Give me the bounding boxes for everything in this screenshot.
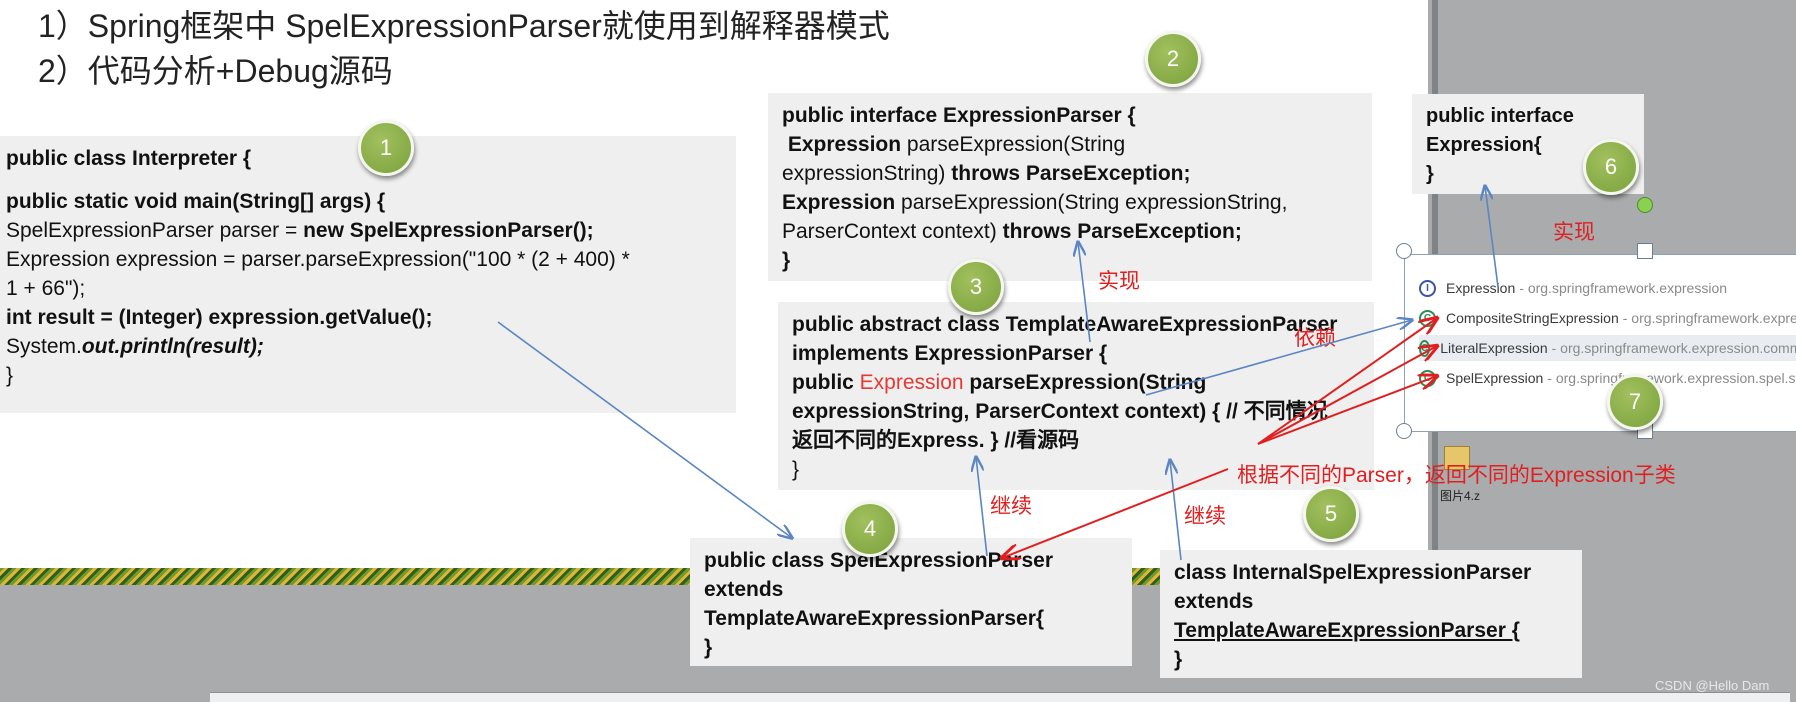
window-scrollbar[interactable] — [210, 692, 1790, 702]
code-line: Expression parseExpression(String — [787, 133, 1126, 156]
badge-3: 3 — [948, 259, 1004, 315]
file-label: 图片4.z — [1440, 489, 1481, 503]
code-line: class InternalSpelExpressionParser — [1174, 561, 1532, 584]
code-line: int result = (Integer) expression.getVal… — [6, 306, 433, 329]
code-line: Expression{ — [1426, 134, 1542, 156]
code-line: } — [792, 458, 800, 481]
code-line: extends — [704, 578, 784, 601]
badge-2: 2 — [1145, 31, 1201, 87]
code-box-expression-parser: public interface ExpressionParser { Expr… — [768, 93, 1372, 281]
file-icon[interactable] — [1444, 446, 1470, 470]
badge-6: 6 — [1583, 139, 1639, 195]
code-line: } — [1426, 163, 1434, 185]
code-line: expressionString, ParserContext context)… — [792, 400, 1328, 423]
hierarchy-row-spel[interactable]: C SpelExpression - org.springframework.e… — [1419, 365, 1796, 391]
code-line: TemplateAwareExpressionParser{ — [704, 607, 1045, 630]
slide-point-2: 2）代码分析+Debug源码 — [38, 53, 393, 89]
badge-4: 4 — [842, 501, 898, 557]
code-line: System.out.println(result); — [6, 335, 264, 358]
label-depend: 依赖 — [1294, 327, 1336, 350]
code-line: 1 + 66"); — [6, 277, 86, 300]
code-line: public interface — [1426, 105, 1574, 127]
code-line: Expression parseExpression(String expres… — [782, 191, 1288, 214]
resize-handle[interactable] — [1637, 243, 1653, 259]
code-line: } — [6, 364, 14, 387]
code-box-internal-parser: class InternalSpelExpressionParser exten… — [1160, 550, 1582, 678]
hierarchy-row-composite[interactable]: C CompositeStringExpression - org.spring… — [1419, 305, 1796, 331]
label-implement: 实现 — [1098, 270, 1140, 293]
code-line: } — [704, 636, 713, 659]
badge-5: 5 — [1303, 486, 1359, 542]
hierarchy-row-expression[interactable]: I Expression - org.springframework.expre… — [1419, 275, 1727, 301]
code-line: 返回不同的Express. } //看源码 — [792, 429, 1080, 452]
code-line: ParserContext context) throws ParseExcep… — [782, 220, 1242, 243]
resize-handle[interactable] — [1396, 423, 1412, 439]
badge-7: 7 — [1607, 374, 1663, 430]
code-box-interpreter: public class Interpreter { public static… — [0, 136, 736, 413]
code-line: SpelExpressionParser parser = new SpelEx… — [6, 219, 594, 242]
slide-bullet-list: 1）Spring框架中 SpelExpressionParser就使用到解释器模… — [38, 4, 890, 94]
code-line: expressionString) throws ParseException; — [782, 162, 1191, 185]
code-line: public interface ExpressionParser { — [782, 104, 1136, 127]
rotate-handle[interactable] — [1637, 197, 1653, 213]
code-line: Expression expression = parser.parseExpr… — [6, 248, 630, 271]
code-box-spel-parser: public class SpelExpressionParser extend… — [690, 538, 1132, 666]
code-line: public class Interpreter { — [6, 147, 252, 170]
label-inherit: 继续 — [990, 495, 1032, 518]
class-icon: C — [1419, 339, 1431, 357]
code-line: TemplateAwareExpressionParser { — [1174, 619, 1520, 642]
interface-icon: I — [1419, 279, 1436, 297]
code-line: } — [1174, 648, 1183, 671]
class-icon: C — [1419, 369, 1436, 387]
badge-1: 1 — [358, 120, 414, 176]
code-line: public static void main(String[] args) { — [6, 190, 386, 213]
watermark: CSDN @Hello Dam — [1655, 678, 1770, 693]
code-line: public Expression parseExpression(String — [792, 371, 1207, 394]
label-inherit-internal: 继续 — [1184, 505, 1226, 528]
label-implement-expression: 实现 — [1553, 221, 1595, 244]
code-line: implements ExpressionParser { — [792, 342, 1108, 365]
code-line: public class SpelExpressionParser — [704, 549, 1054, 572]
code-line: public abstract class TemplateAwareExpre… — [792, 313, 1338, 336]
code-line: extends — [1174, 590, 1254, 613]
slide-point-1: 1）Spring框架中 SpelExpressionParser就使用到解释器模… — [38, 8, 890, 44]
hierarchy-row-literal[interactable]: C LiteralExpression - org.springframewor… — [1419, 335, 1796, 361]
label-note: 根据不同的Parser，返回不同的Expression子类 — [1237, 464, 1676, 487]
code-line: } — [782, 249, 791, 272]
type-hierarchy-panel: I Expression - org.springframework.expre… — [1404, 254, 1796, 432]
class-icon: C — [1419, 309, 1436, 327]
resize-handle[interactable] — [1396, 243, 1412, 259]
